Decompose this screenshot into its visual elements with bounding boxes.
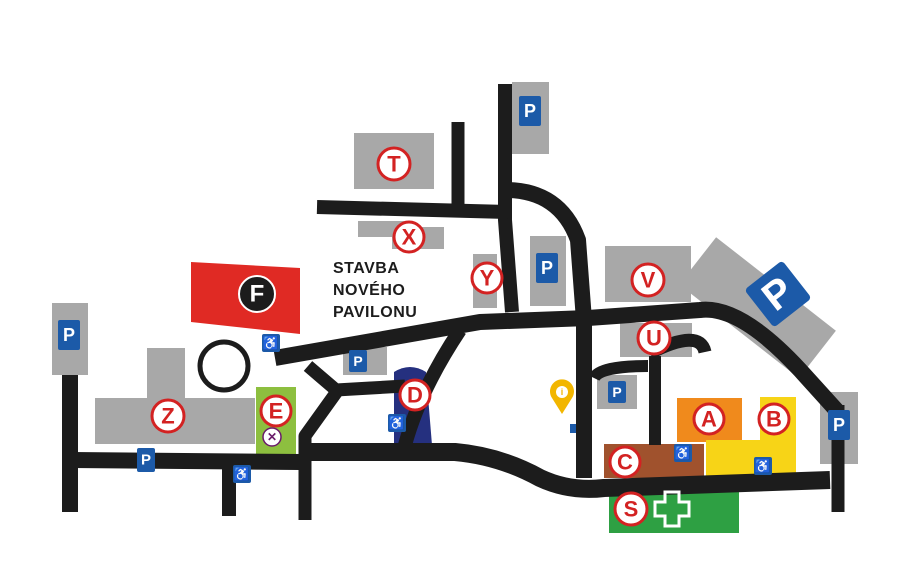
pavilion-label-A: A [692,402,726,436]
road-bottom-main [300,443,831,498]
svg-text:V: V [641,268,656,293]
svg-text:♿: ♿ [263,336,279,351]
wheelchair-icon: ♿ [388,414,406,432]
pavilion-label-C: C [608,445,642,479]
road-center-stub [588,360,649,382]
green-cross-icon [653,490,691,528]
svg-text:S: S [624,497,639,522]
svg-text:i: i [561,387,564,397]
svg-text:♿: ♿ [389,416,405,431]
parking-sign-icon: P [745,261,811,327]
road-main-east [273,301,844,418]
building-big-parking [679,237,836,379]
parking-sign-icon: P [608,381,626,403]
svg-text:P: P [833,415,845,435]
svg-text:B: B [766,407,782,432]
road-left-horizontal [71,452,301,470]
construction-note-line: STAVBA [333,260,400,277]
svg-text:✕: ✕ [267,430,277,444]
pavilion-B-base [706,440,796,476]
roundabout [197,339,251,393]
svg-text:P: P [63,325,75,345]
construction-note-line: NOVÉHO [333,282,406,299]
pavilion-label-U: U [636,320,672,356]
small-blue-marker [570,424,576,433]
pavilion-label-F: F [238,275,276,313]
svg-text:♿: ♿ [755,459,771,474]
svg-text:X: X [402,225,417,250]
pavilion-label-B: B [757,402,791,436]
parking-sign-icon: P [519,96,541,126]
road-top-curve [504,182,592,478]
svg-text:♿: ♿ [675,446,691,461]
svg-text:A: A [701,407,717,432]
cafe-icon: ✕ [262,427,282,447]
parking-signs: P P P P P P P P [58,96,850,472]
svg-text:U: U [646,326,662,351]
pavilion-label-X: X [392,220,426,254]
svg-text:Y: Y [480,266,495,291]
parking-sign-icon: P [58,320,80,350]
pavilion-label-Y: Y [470,261,504,295]
road-top-vertical [498,84,519,313]
svg-text:D: D [407,383,423,408]
building-Z-tall [147,348,185,406]
wheelchair-icon: ♿ [233,465,251,483]
road-horizontal-top [316,200,509,219]
svg-text:T: T [387,152,401,177]
construction-note: STAVBA NOVÉHO PAVILONU [333,258,417,324]
pavilion-label-V: V [630,262,666,298]
accessibility-icons: ♿ ♿ ♿ ♿ ♿ [233,334,772,483]
svg-text:E: E [269,399,284,424]
svg-text:♿: ♿ [234,467,250,482]
svg-text:P: P [353,353,362,369]
parking-sign-icon: P [349,350,367,372]
wheelchair-icon: ♿ [262,334,280,352]
svg-text:C: C [617,450,633,475]
pavilion-label-S: S [613,491,649,527]
pavilion-label-T: T [376,146,412,182]
svg-text:P: P [524,101,536,121]
parking-sign-icon: P [828,410,850,440]
svg-text:F: F [250,281,265,308]
construction-note-line: PAVILONU [333,304,418,321]
wheelchair-icon: ♿ [674,444,692,462]
wheelchair-icon: ♿ [754,457,772,475]
svg-text:P: P [141,452,151,469]
svg-text:P: P [612,384,621,400]
pavilion-label-E: E [259,394,293,428]
pavilion-label-D: D [398,378,432,412]
parking-sign-icon: P [137,448,155,472]
parking-sign-icon: P [536,253,558,283]
road-diag-left [298,386,344,520]
pavilion-label-Z: Z [150,398,186,434]
svg-text:Z: Z [161,404,174,429]
info-marker-icon: i [550,379,574,414]
svg-text:P: P [541,258,553,278]
